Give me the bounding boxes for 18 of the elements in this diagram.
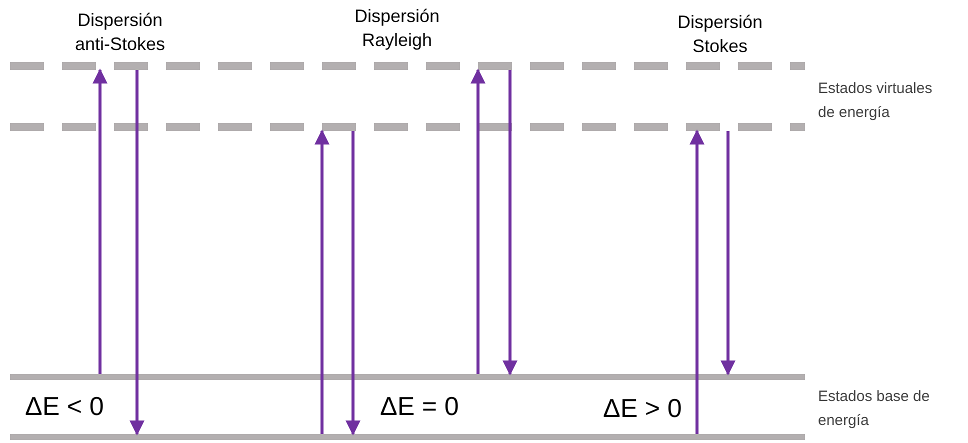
scattering-title: Dispersión anti-Stokes	[74, 9, 166, 56]
transition-arrow	[470, 68, 486, 374]
energy-difference: ΔE > 0	[603, 392, 682, 424]
transition-arrow	[314, 130, 330, 434]
level-label: Estados base de energía	[818, 387, 931, 431]
transition-arrow	[92, 68, 108, 374]
transition-arrow	[346, 131, 360, 436]
level-label: Estados virtuales de energía	[818, 79, 934, 123]
dashed-energy-level	[10, 123, 805, 131]
transition-arrow	[130, 70, 144, 436]
scattering-title: Dispersión Rayleigh	[353, 5, 441, 52]
transition-arrow	[720, 131, 736, 376]
scattering-title: Dispersión Stokes	[676, 11, 764, 58]
transition-arrow	[502, 70, 518, 376]
energy-difference: ΔE = 0	[380, 390, 459, 422]
transition-arrow	[690, 130, 704, 434]
energy-difference: ΔE < 0	[25, 390, 104, 422]
dashed-energy-level	[10, 62, 805, 70]
